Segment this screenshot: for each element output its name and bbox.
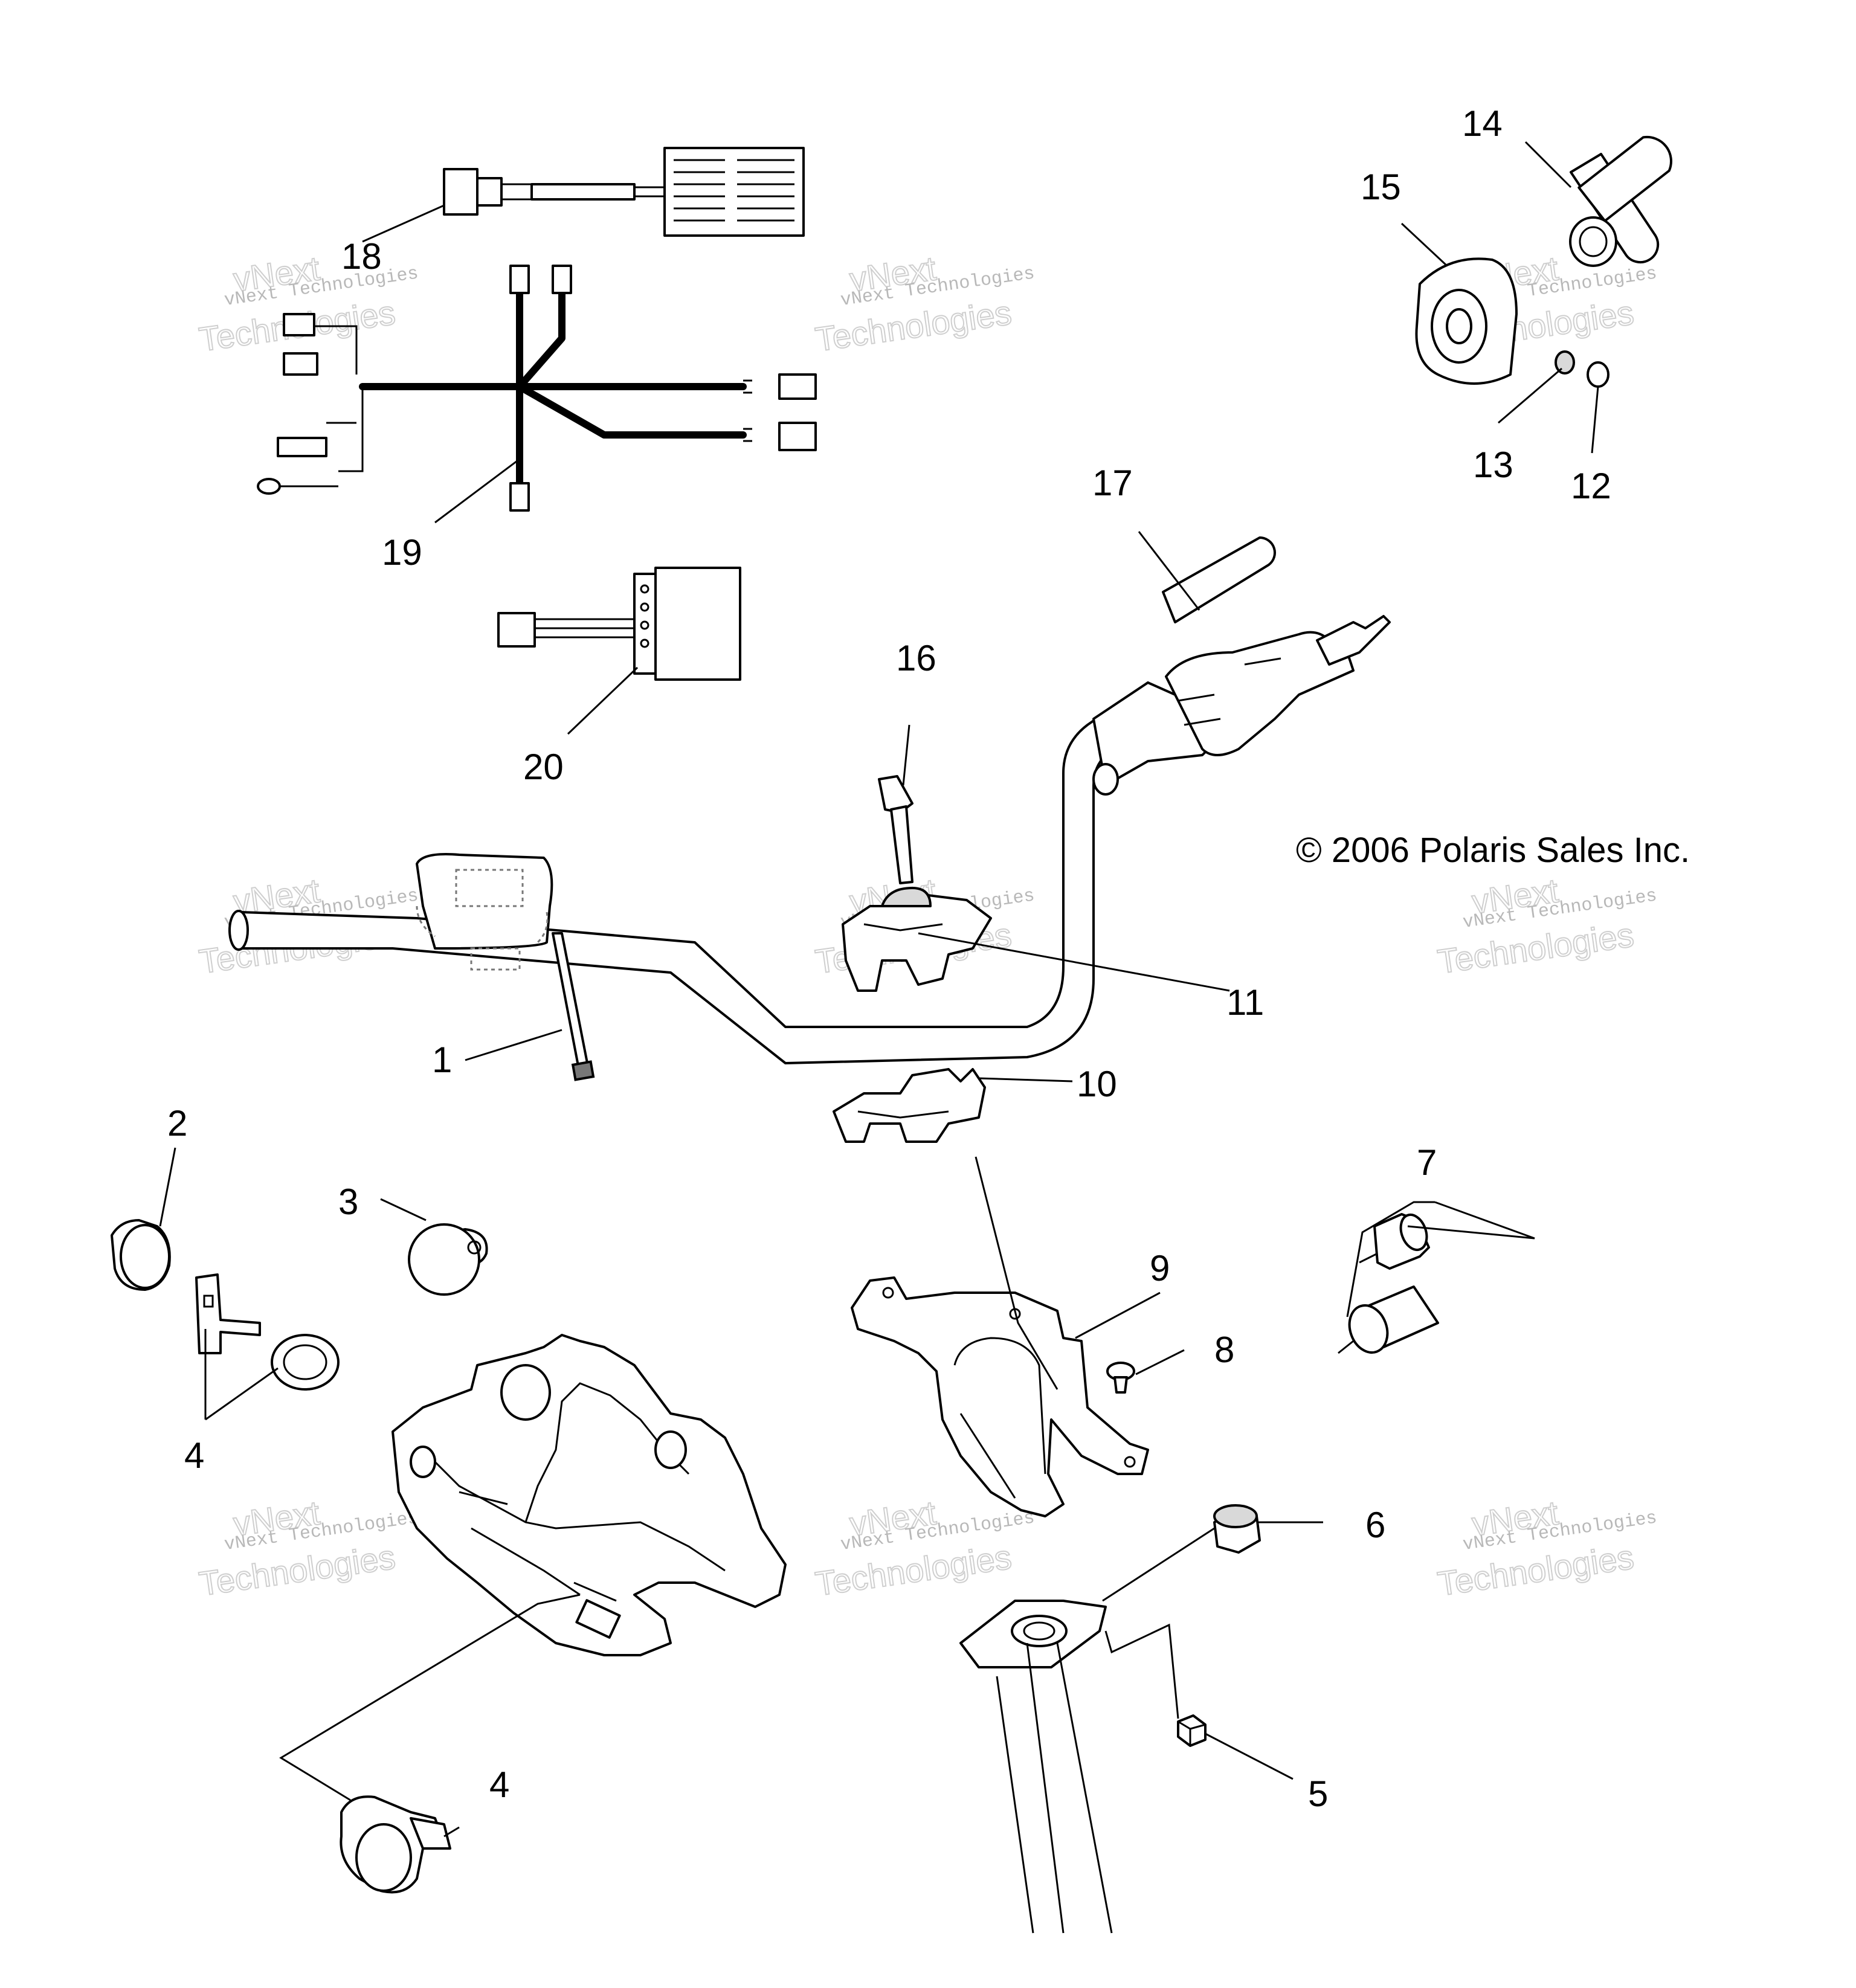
callout-4a: 4 (184, 1435, 204, 1476)
leader-4b-to-switch (443, 1826, 460, 1838)
callout-18: 18 (341, 236, 382, 277)
leader-14 (1524, 141, 1572, 188)
part-steering-post (959, 1600, 1113, 1934)
leader-8 (1135, 1349, 1185, 1375)
leader-7 (1346, 1201, 1435, 1317)
leader-1 (465, 1029, 562, 1061)
leader-9 (1075, 1292, 1161, 1339)
watermark-mid-right: Technologies vNext vNext Technologies (1435, 870, 1658, 981)
leader-4a (204, 1329, 279, 1421)
callout-9: 9 (1150, 1248, 1170, 1288)
part-13-screw (1555, 350, 1575, 375)
callout-2: 2 (167, 1103, 187, 1144)
leader-2 (159, 1147, 176, 1227)
leader-5 (1205, 1732, 1294, 1780)
callout-5: 5 (1308, 1774, 1328, 1814)
callout-19: 19 (382, 532, 422, 573)
leader-19 (434, 458, 520, 524)
leader-11 (918, 932, 1230, 992)
part-11-upper-clamp (842, 887, 992, 992)
leader-15 (1400, 222, 1448, 267)
watermark-bottom-right: Technologies vNext vNext Technologies (1435, 1493, 1658, 1603)
part-14-grip (1569, 135, 1672, 267)
part-12-cap (1587, 361, 1610, 388)
leader-5-route (1104, 1623, 1179, 1719)
leader-9-vertical (975, 1156, 1058, 1390)
part-3-plug (408, 1223, 488, 1296)
leader-13 (1498, 367, 1562, 424)
part-9-bracket (851, 1276, 1149, 1517)
callout-4b: 4 (489, 1764, 509, 1805)
callout-7: 7 (1417, 1142, 1437, 1183)
callout-12: 12 (1571, 466, 1611, 506)
callout-1: 1 (432, 1040, 452, 1080)
part-4-key-grommet (195, 1273, 340, 1391)
leader-lines (159, 141, 1599, 1934)
part-5-nut (1177, 1714, 1207, 1747)
watermark-top-left: Technologies vNext vNext Technologies (196, 248, 420, 359)
leader-20 (567, 666, 639, 735)
part-1-switch-cable (416, 853, 595, 1081)
leader-17 (1138, 531, 1200, 611)
callout-20: 20 (523, 747, 564, 787)
part-16-bolt (878, 775, 914, 884)
watermark-bottom-left: Technologies vNext vNext Technologies (196, 1493, 420, 1603)
part-15-throttle-housing (1415, 257, 1518, 385)
callout-17: 17 (1092, 463, 1133, 503)
part-2-cap (111, 1219, 171, 1291)
part-10-lower-clamp (833, 1068, 986, 1143)
part-17-handlebar (228, 536, 1391, 1064)
callout-14: 14 (1462, 103, 1503, 144)
callout-numbers: 18 19 20 14 15 13 12 17 16 11 10 1 2 3 4… (167, 103, 1611, 1814)
part-6-grommet (1213, 1504, 1261, 1554)
callout-11: 11 (1226, 982, 1264, 1023)
leader-18 (362, 204, 445, 243)
leader-3 (380, 1198, 427, 1221)
callout-16: 16 (896, 638, 936, 678)
callout-8: 8 (1214, 1330, 1234, 1370)
leader-4b (279, 1594, 581, 1801)
leader-6-to-plate (1102, 1527, 1215, 1602)
callout-3: 3 (338, 1182, 358, 1222)
leader-7b (1407, 1201, 1535, 1240)
watermark-top-center: Technologies vNext vNext Technologies (813, 248, 1036, 359)
part-19-wire-harness (257, 265, 817, 512)
callout-13: 13 (1473, 445, 1513, 485)
callout-6: 6 (1365, 1505, 1385, 1545)
part-20-module (497, 567, 741, 681)
part-18-sensor-cable (443, 147, 805, 237)
part-4-ignition-switch (340, 1795, 451, 1894)
leader-12 (1591, 386, 1599, 454)
callout-10: 10 (1077, 1064, 1117, 1104)
copyright-text: © 2006 Polaris Sales Inc. (1296, 831, 1690, 870)
leader-16 (902, 724, 910, 786)
leader-10 (978, 1077, 1073, 1082)
part-8-rivet (1106, 1362, 1135, 1394)
part-pod-housing (392, 1334, 787, 1656)
post-line (996, 1676, 1034, 1934)
callout-15: 15 (1361, 167, 1401, 207)
